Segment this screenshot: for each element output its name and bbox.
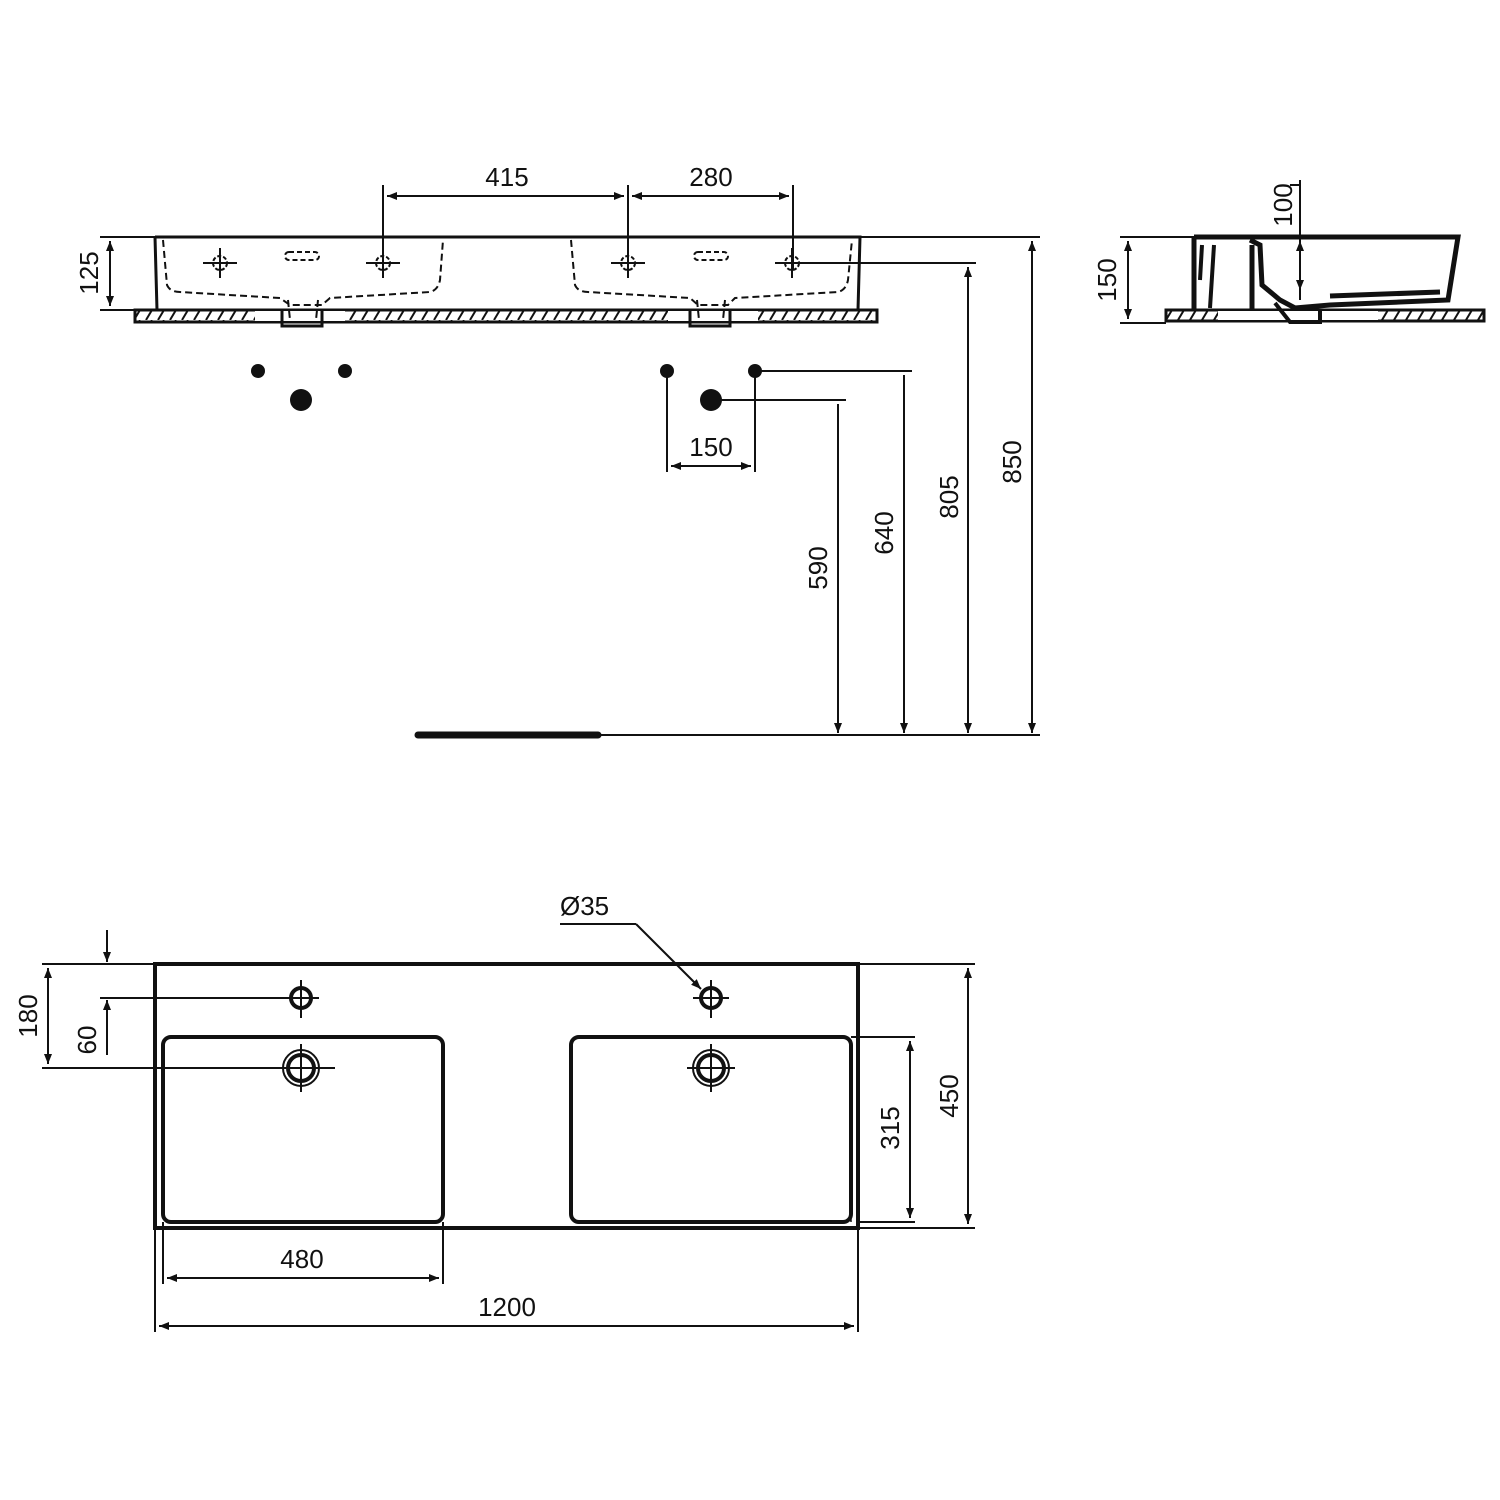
dim-basin-height: 125	[74, 251, 104, 294]
dim-590: 590	[803, 546, 833, 589]
dim-waste-spacing: 150	[689, 432, 732, 462]
dim-tap-from-back: 60	[72, 1026, 102, 1055]
waste-right	[688, 310, 732, 328]
dim-tap-spacing: 415	[485, 162, 528, 192]
dim-total-width: 1200	[478, 1292, 536, 1322]
dim-850: 850	[997, 440, 1027, 483]
tap-holes	[283, 980, 729, 1018]
supply-waste-points	[251, 364, 762, 411]
front-view: 415 280 125 150 590 640 805 850	[74, 162, 1040, 739]
dim-tap-to-edge: 280	[689, 162, 732, 192]
basin-outline	[153, 235, 862, 311]
dim-bowl-depth: 315	[875, 1106, 905, 1149]
dim-tap-hole-dia: Ø35	[560, 891, 609, 921]
dim-waste-from-back: 180	[13, 994, 43, 1037]
waste-holes	[277, 1044, 735, 1092]
dim-total-height-side: 150	[1092, 258, 1122, 301]
bowl-left	[161, 1035, 445, 1224]
waste-left	[280, 310, 324, 328]
dim-805: 805	[934, 475, 964, 518]
countertop-outline	[153, 962, 860, 1230]
dim-bowl-width: 480	[280, 1244, 323, 1274]
side-view: 100 150	[1092, 180, 1486, 324]
dim-640: 640	[869, 511, 899, 554]
dim-total-depth: 450	[934, 1074, 964, 1117]
dim-bowl-depth-side: 100	[1268, 183, 1298, 226]
top-view: Ø35 180 60 480 1200 315 450	[13, 891, 975, 1332]
countertop	[133, 308, 879, 324]
